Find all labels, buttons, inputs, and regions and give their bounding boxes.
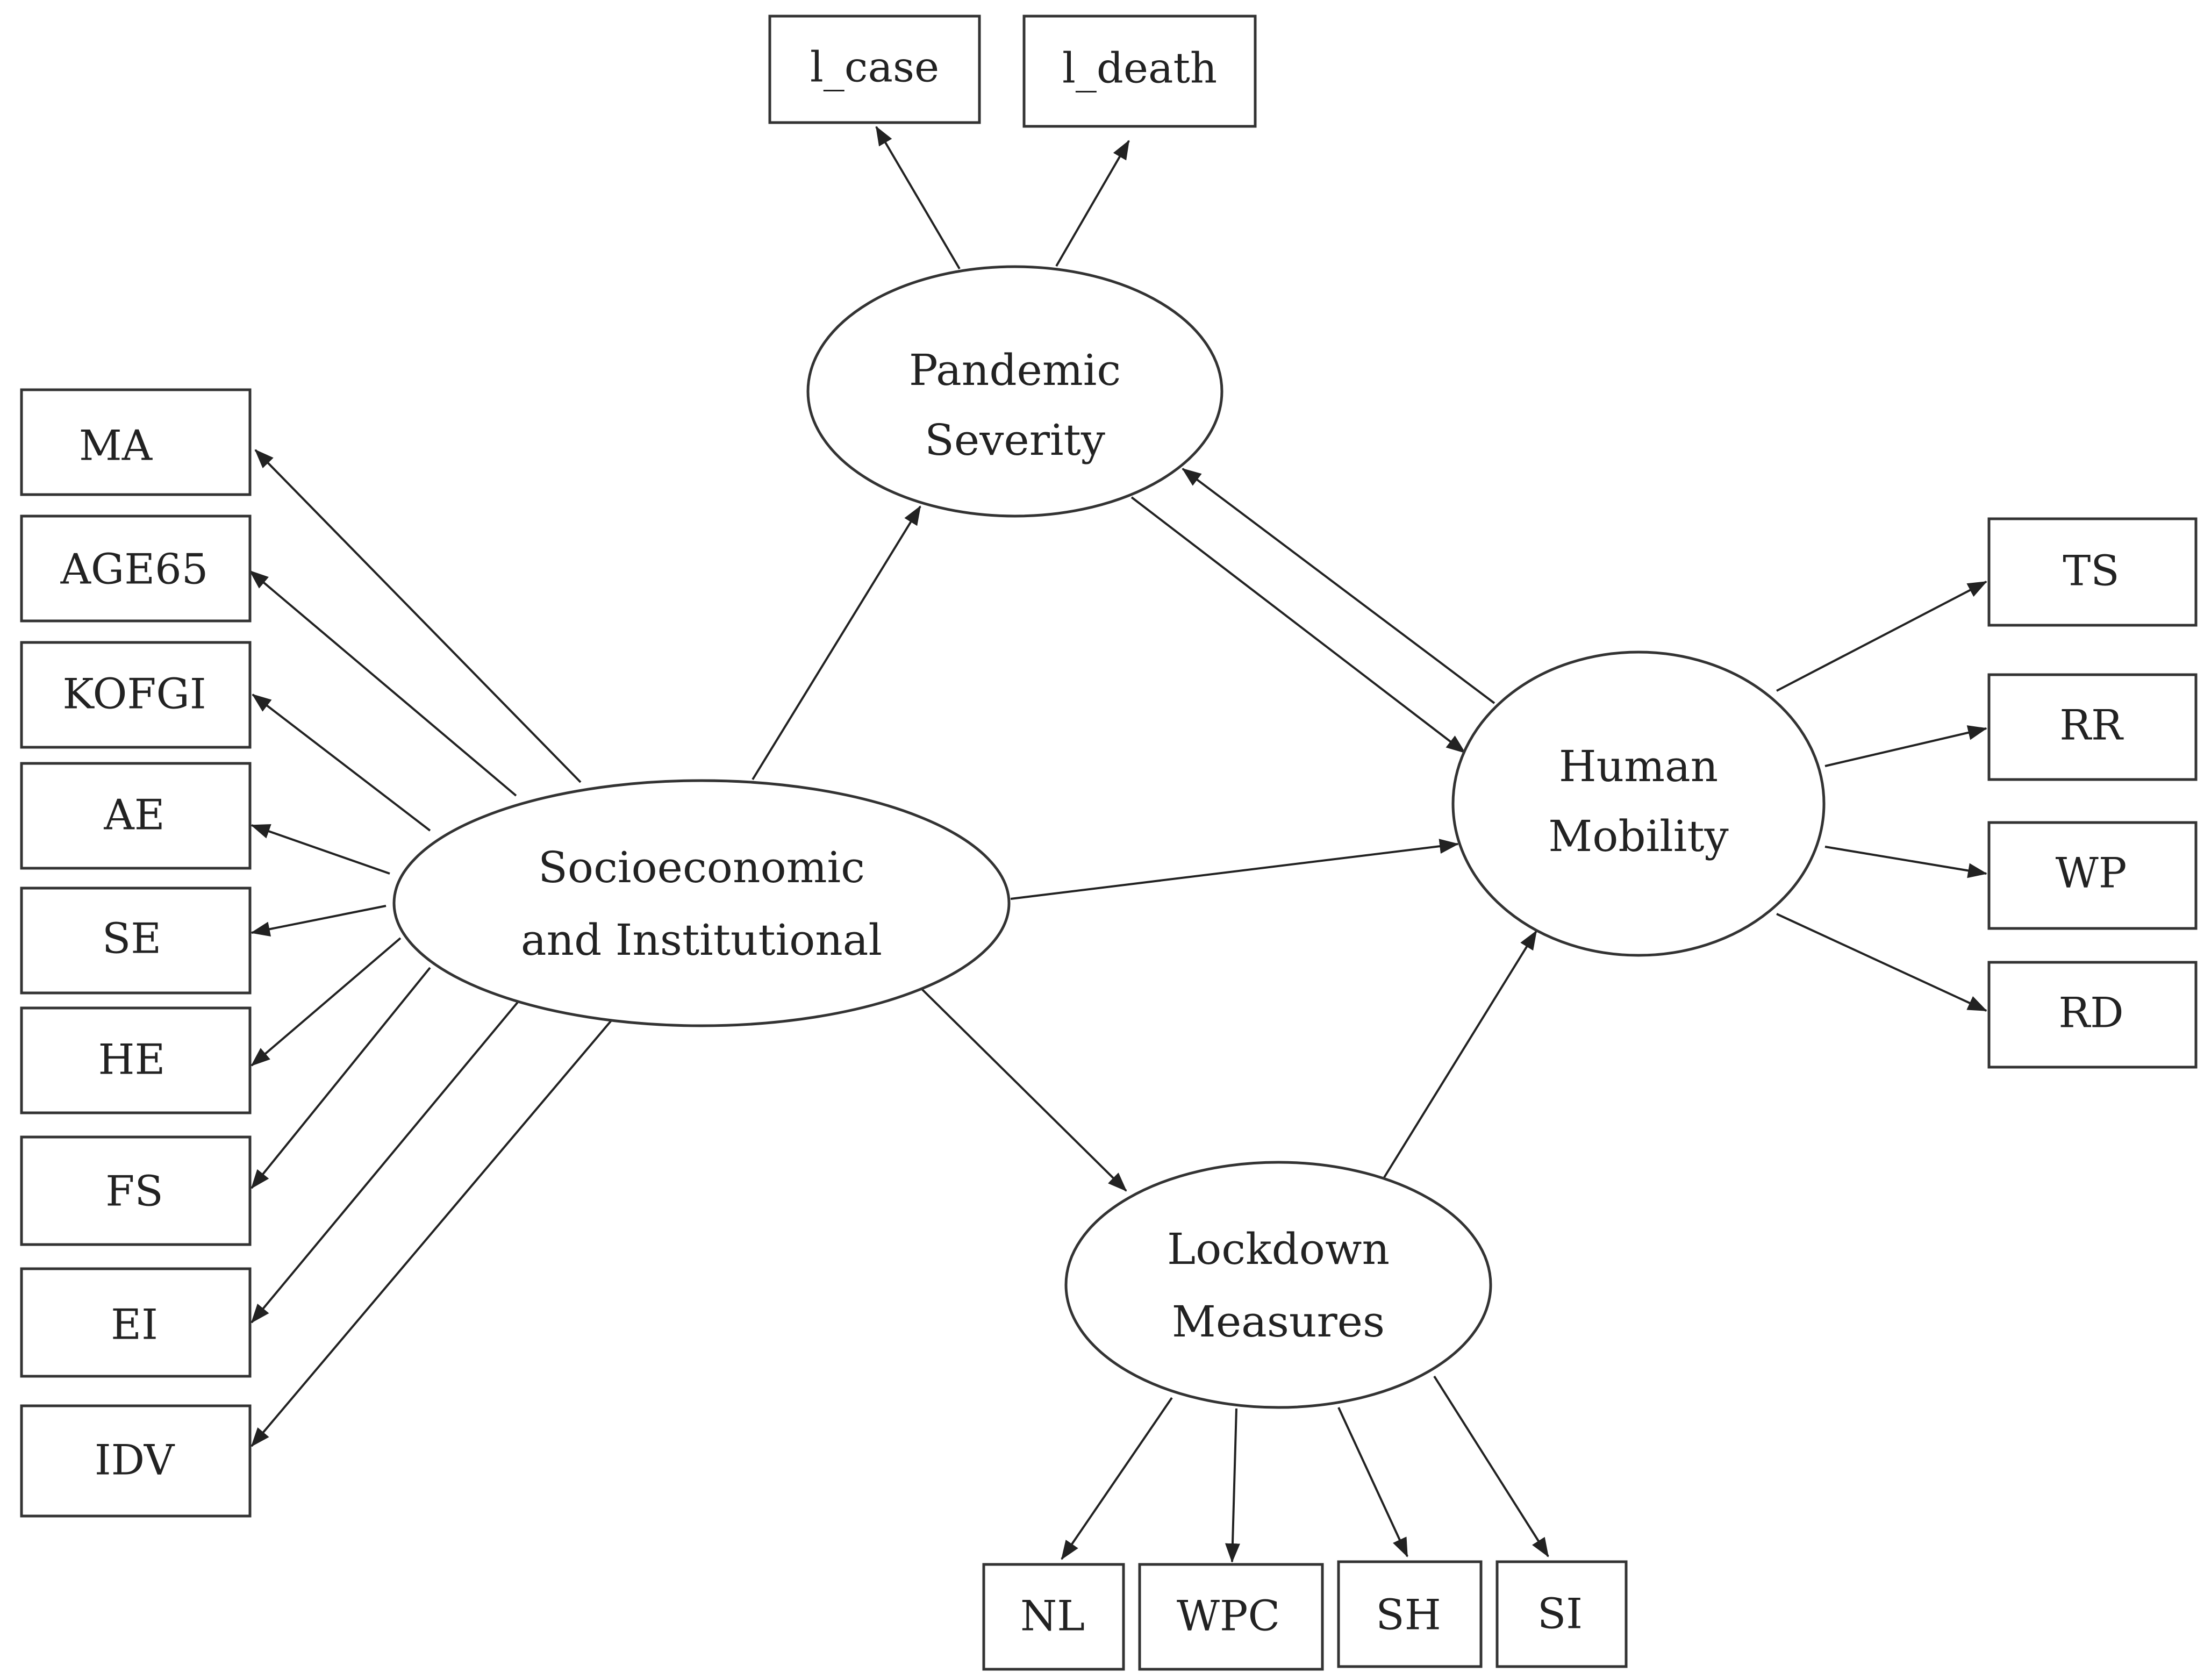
edge-pandemic-to-lcase [875,126,961,270]
indicator-se-label: SE [102,915,161,963]
edge-socio-to-he [251,937,402,1067]
indicator-rr-label: RR [2059,702,2124,750]
edge-socio-to-lockdown [921,988,1127,1192]
indicator-l-death: l_death [1022,15,1257,128]
construct-pandemic-line1: Pandemic [909,345,1121,395]
indicator-l-case: l_case [768,15,981,124]
indicator-rd-label: RD [2058,989,2123,1038]
indicator-fs: FS [20,1135,252,1246]
indicator-si: SI [1495,1560,1628,1668]
edge-mobility-to-pandemic [1182,468,1495,704]
indicator-kofgi-label: KOFGI [62,670,206,719]
indicator-idv: IDV [20,1404,252,1518]
edge-socio-to-age65 [249,570,517,797]
indicator-wpc-label: WPC [1177,1592,1280,1641]
indicator-ei-label: EI [111,1301,158,1349]
construct-pandemic-severity: Pandemic Severity [806,265,1223,518]
indicator-ei: EI [20,1267,252,1378]
indicator-wp: WP [1987,821,2198,930]
indicator-l-death-label: l_death [1062,45,1217,93]
edge-mobility-to-wp [1824,846,1987,878]
edge-pandemic-to-ldeath [1055,140,1130,267]
edge-mobility-to-rr [1824,725,1987,767]
indicator-age65: AGE65 [20,514,252,623]
indicator-ae: AE [20,762,252,870]
construct-lockdown-measures: Lockdown Measures [1064,1161,1492,1409]
edge-socio-to-fs [251,967,431,1189]
indicator-rr: RR [1987,673,2198,781]
construct-mobility-line2: Mobility [1548,811,1728,861]
edge-mobility-to-ts [1776,581,1987,692]
construct-socioeconomic-institutional: Socioeconomic and Institutional [392,779,1011,1027]
edge-socio-to-idv [251,1018,614,1447]
edge-socio-to-mobility [1010,839,1459,900]
indicator-ae-label: AE [103,791,164,840]
edge-lockdown-to-mobility [1383,930,1537,1178]
edge-lockdown-to-si [1433,1375,1549,1557]
edge-socio-to-ma [254,449,582,783]
indicator-ts: TS [1987,517,2198,627]
construct-socio-line2: and Institutional [521,915,882,965]
edge-lockdown-to-nl [1061,1397,1173,1560]
indicator-he-label: HE [98,1036,166,1084]
indicator-wpc: WPC [1138,1563,1324,1671]
edge-lockdown-to-sh [1337,1407,1408,1557]
indicator-nl-label: NL [1020,1592,1085,1641]
construct-socio-line1: Socioeconomic [538,842,865,892]
indicator-ma: MA [20,388,252,496]
indicator-kofgi: KOFGI [20,641,252,749]
indicator-he: HE [20,1006,252,1114]
edge-socio-to-se [251,905,387,937]
indicator-fs-label: FS [105,1168,163,1216]
indicator-si-label: SI [1537,1590,1583,1639]
edge-lockdown-to-wpc [1225,1408,1240,1563]
indicator-age65-label: AGE65 [60,546,209,594]
construct-human-mobility: Human Mobility [1451,650,1826,957]
edge-socio-to-ei [251,1000,520,1324]
construct-pandemic-line2: Severity [925,415,1105,465]
indicator-ts-label: TS [2063,547,2119,596]
construct-lockdown-line2: Measures [1172,1297,1385,1347]
indicator-rd: RD [1987,961,2198,1069]
edge-pandemic-to-mobility [1130,496,1466,754]
edges [249,126,1987,1563]
indicator-sh: SH [1337,1560,1483,1668]
indicator-nl: NL [982,1563,1125,1671]
indicator-sh-label: SH [1376,1591,1441,1640]
construct-lockdown-line1: Lockdown [1167,1224,1390,1274]
indicator-wp-label: WP [2056,849,2127,898]
edge-socio-to-pandemic [752,505,921,781]
edge-socio-to-ae [251,824,390,875]
edge-socio-to-kofgi [252,694,431,832]
indicator-se: SE [20,887,252,995]
indicator-ma-label: MA [79,422,153,470]
construct-mobility-line1: Human [1559,741,1718,791]
edge-mobility-to-rd [1776,913,1987,1012]
indicator-idv-label: IDV [95,1436,175,1485]
indicator-l-case-label: l_case [810,44,939,92]
